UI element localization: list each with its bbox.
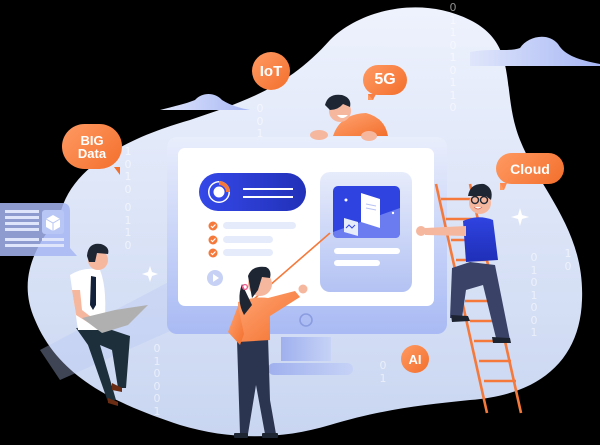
binary-digits: 0 0 1 xyxy=(256,102,264,140)
fiveg-label: 5G xyxy=(374,71,396,88)
bigdata-bubble: BIG Data xyxy=(62,124,122,175)
checklist xyxy=(208,221,296,258)
binary-digits: 0 1 xyxy=(379,359,387,385)
binary-digits: 1 0 1 0 xyxy=(124,145,132,196)
iot-bubble: IoT xyxy=(252,52,290,90)
man-climbing-ladder xyxy=(416,183,511,343)
fiveg-bubble: 5G xyxy=(363,65,407,100)
woman-presenting xyxy=(228,232,331,438)
binary-digits: 0 1 0 1 0 0 1 xyxy=(530,251,538,339)
info-card xyxy=(0,203,77,256)
iot-label: IoT xyxy=(259,62,283,80)
man-with-laptop xyxy=(70,243,148,406)
cloud-label: Cloud xyxy=(510,160,550,177)
cloud-bubble: Cloud xyxy=(496,153,564,190)
binary-digits: 0 1 0 0 0 1 xyxy=(153,342,161,418)
binary-digits: 0 1 1 0 1 0 1 1 0 xyxy=(449,1,457,114)
progress-pill xyxy=(199,173,306,211)
sparkle-icon xyxy=(511,208,529,226)
bigdata-label-line1: BIG xyxy=(80,132,104,148)
binary-digits: 1 0 xyxy=(564,247,572,273)
bigdata-label-line2: Data xyxy=(77,145,107,161)
ai-label: AI xyxy=(408,351,422,367)
cloud-right xyxy=(470,36,600,66)
cloud-left xyxy=(160,94,250,110)
binary-digits: 0 1 1 0 xyxy=(124,201,132,252)
ai-bubble: AI xyxy=(401,345,429,373)
man-peeking xyxy=(310,94,388,141)
sparkle-icon xyxy=(142,266,158,282)
